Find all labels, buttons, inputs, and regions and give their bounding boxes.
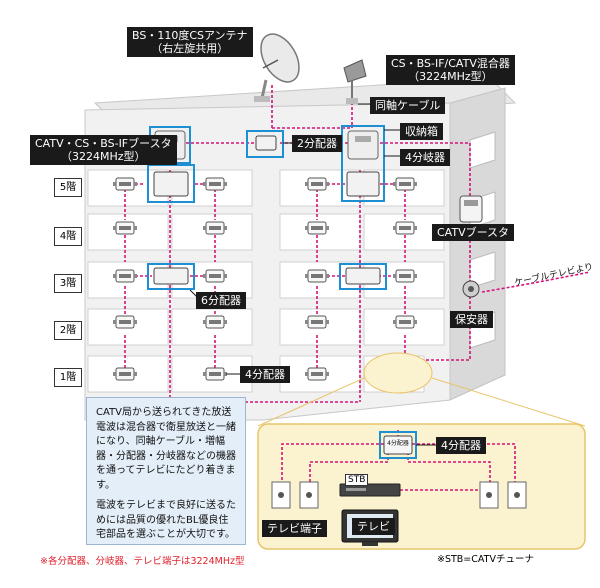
detail-panel [257,423,586,550]
explanation-note: CATV局から送られてきた放送電波は混合器で衛星放送と一緒になり、同軸ケーブル・… [86,397,246,545]
label-splitter2: 2分配器 [292,135,342,152]
label-splitter4-detail: 4分配器 [436,437,486,454]
label-tv-terminal: テレビ端子 [262,520,327,537]
label-mixer: CS・BS-IF/CATV混合器 （3224MHz型） [386,55,515,85]
floor-label-5: 5階 [54,178,82,197]
floor-label-2: 2階 [54,321,82,340]
detail-splitter-text: 4分配器 [387,440,409,447]
label-splitter6: 6分配器 [196,292,246,309]
zoom-lines [257,377,586,427]
note-paragraph-2: 電波をテレビまで良好に送るためには品質の優れたBL優良住宅部品を選ぶことが大切で… [96,500,236,540]
zoom-source [363,352,433,394]
floor-label-3: 3階 [54,274,82,293]
label-tv: テレビ [352,518,395,535]
label-protector: 保安器 [450,311,493,328]
incoming-cable [481,271,591,293]
floor-label-1: 1階 [54,368,82,387]
label-catv-booster: CATVブースタ [432,224,515,241]
label-storage: 収納箱 [400,123,443,140]
bs-antenna-icon [254,33,300,102]
splitter-units [153,135,381,285]
label-stb: STB [345,474,369,486]
building-side [449,87,506,401]
protector-device [462,280,480,298]
footnote-left: ※各分配器、分岐器、テレビ端子は3224MHz型 [40,556,245,567]
mixer-icon [343,59,367,104]
label-branch4: 4分岐器 [400,149,450,166]
footnote-right: ※STB=CATVチューナ [437,554,534,565]
label-coax: 同軸ケーブル [370,97,446,114]
note-paragraph-1: CATV局から送られてきた放送電波は混合器で衛星放送と一緒になり、同軸ケーブル・… [96,407,236,491]
label-bs-antenna: BS・110度CSアンテナ （右左旋共用） [127,27,253,57]
label-booster-top: CATV・CS・BS-IFブースタ （3224MHz型） [30,135,177,165]
label-splitter4-building: 4分配器 [240,366,290,383]
floor-label-4: 4階 [54,227,82,246]
